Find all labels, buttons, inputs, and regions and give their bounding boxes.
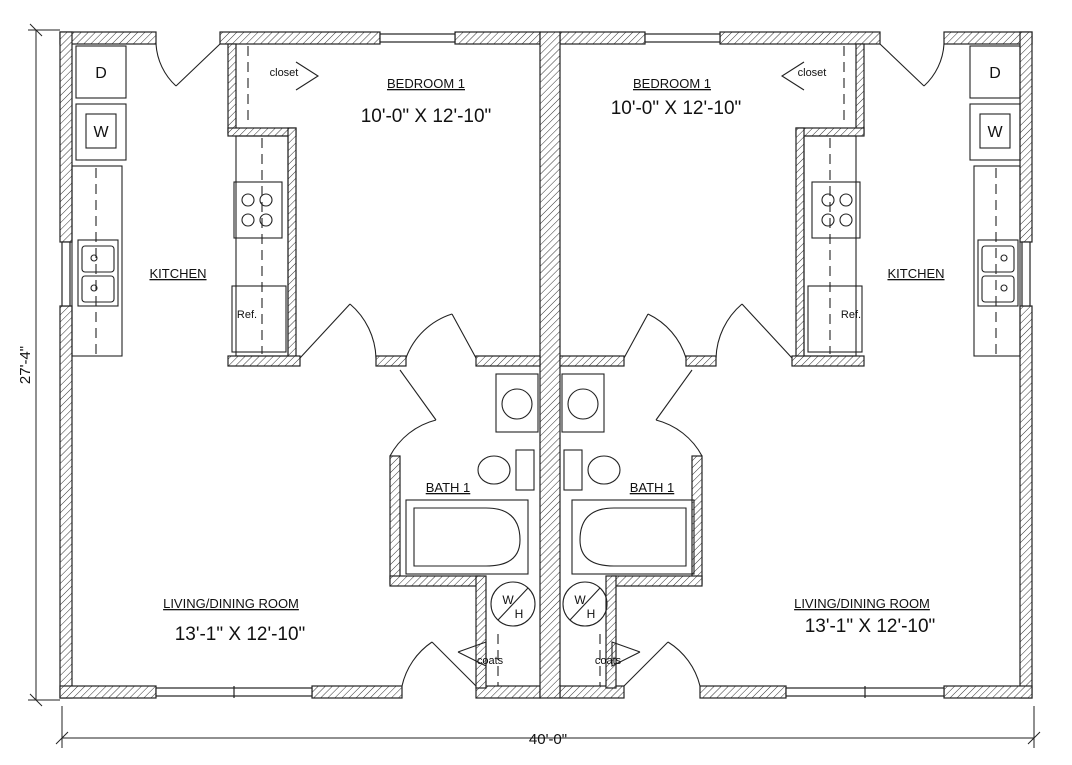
water-heater-h-right: H — [587, 607, 596, 621]
dryer-label-right: D — [989, 65, 1001, 82]
washer-label-right: W — [987, 124, 1003, 141]
water-heater-w-left: W — [502, 593, 514, 607]
coats-label-right: coats — [595, 655, 622, 667]
living-size-right: 13'-1" X 12'-10" — [805, 616, 936, 637]
living-name-left: LIVING/DINING ROOM — [163, 596, 299, 611]
living-name-right: LIVING/DINING ROOM — [794, 596, 930, 611]
doors — [155, 43, 945, 687]
dryer-label-left: D — [95, 65, 107, 82]
ref-label-right: Ref. — [841, 309, 861, 321]
washer-label-left: W — [93, 124, 109, 141]
closet-label-right: closet — [798, 67, 827, 79]
bath-label-right: BATH 1 — [630, 480, 675, 495]
labels: 27'-4" 40'-0" BEDROOM 1 10'-0" X 12'-10"… — [17, 65, 1003, 748]
living-size-left: 13'-1" X 12'-10" — [175, 624, 306, 645]
bedroom-name-right: BEDROOM 1 — [633, 76, 711, 91]
coats-label-left: coats — [477, 655, 504, 667]
fixtures — [71, 45, 1021, 686]
water-heater-w-right: W — [574, 593, 586, 607]
width-dimension: 40'-0" — [529, 731, 567, 748]
kitchen-label-right: KITCHEN — [887, 266, 944, 281]
ref-label-left: Ref. — [237, 309, 257, 321]
bedroom-name-left: BEDROOM 1 — [387, 76, 465, 91]
bedroom-size-right: 10'-0" X 12'-10" — [611, 98, 742, 119]
bedroom-size-left: 10'-0" X 12'-10" — [361, 106, 492, 127]
windows — [61, 33, 1031, 698]
closet-label-left: closet — [270, 67, 299, 79]
water-heater-h-left: H — [515, 607, 524, 621]
kitchen-label-left: KITCHEN — [149, 266, 206, 281]
height-dimension: 27'-4" — [17, 346, 34, 384]
bath-label-left: BATH 1 — [426, 480, 471, 495]
walls — [59, 31, 1033, 699]
dimension-lines — [28, 23, 1041, 748]
